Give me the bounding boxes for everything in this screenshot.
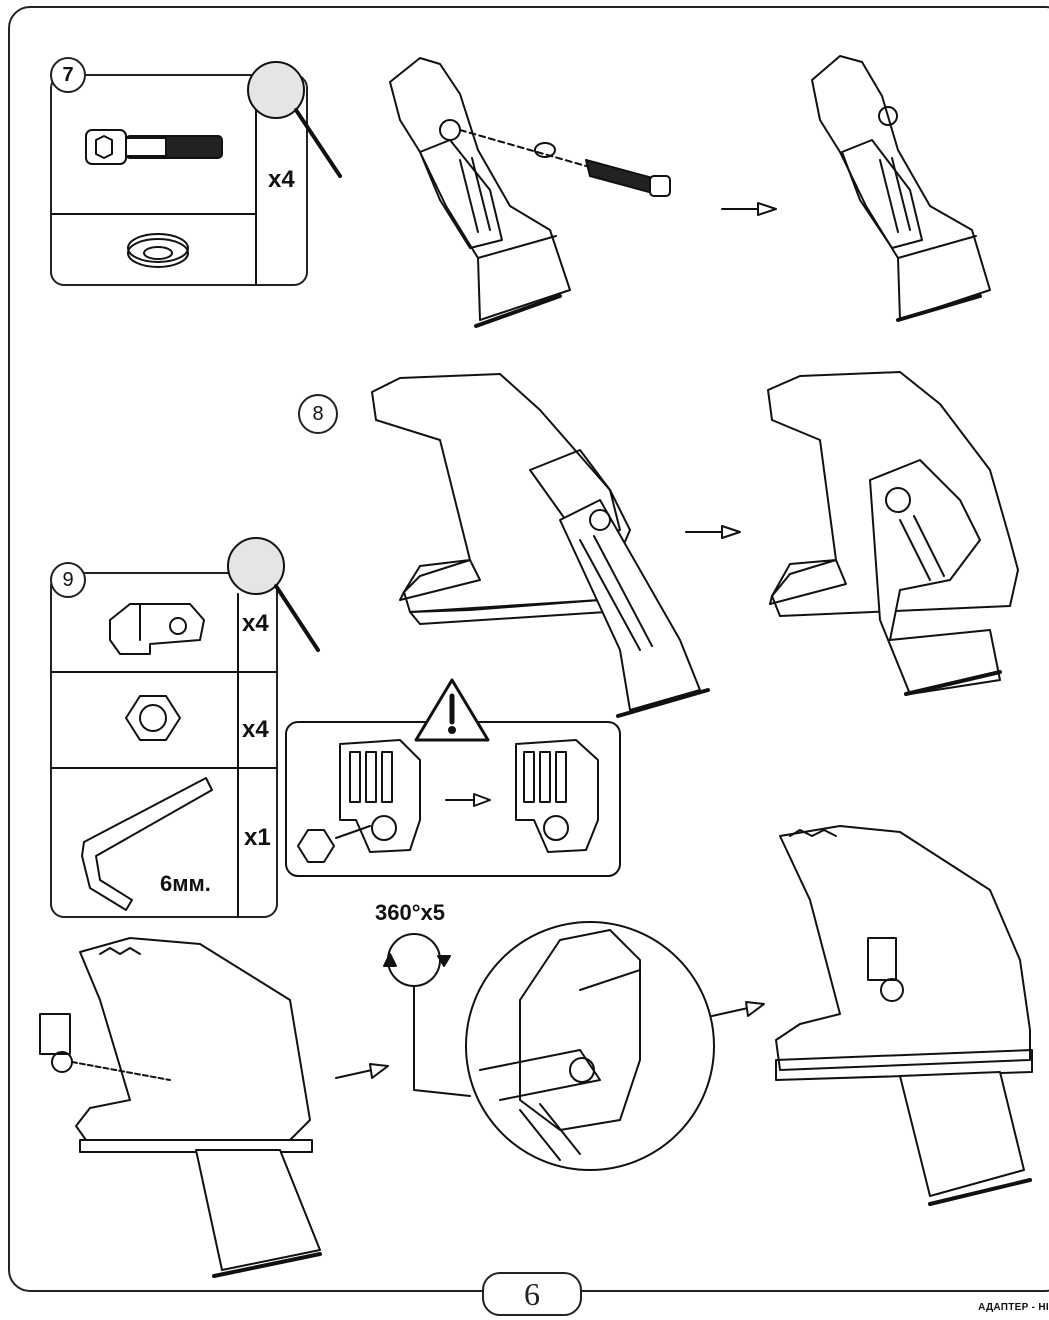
foot-with-clamp-exploded — [39, 937, 322, 1278]
step9-item3-quantity: x1 — [244, 824, 271, 851]
rotation-label: 360°x5 — [375, 900, 445, 925]
mount-foot-exploded — [371, 373, 710, 718]
mount-foot-assembled — [767, 371, 1019, 696]
foot-bracket-assembled — [811, 55, 991, 322]
step9-panel-dividers — [51, 593, 277, 917]
hex-nut-part — [125, 695, 181, 741]
arrow-right-icon — [711, 1001, 765, 1017]
step9-badge: 9 — [50, 562, 86, 598]
warning-detail-box — [285, 678, 621, 877]
step8-badge: 8 — [298, 394, 338, 434]
page-number: 6 — [482, 1272, 582, 1316]
arrow-right-icon — [721, 202, 777, 216]
footer-text: АДАПТЕР - НІ — [978, 1302, 1049, 1313]
clamp-part — [109, 603, 205, 655]
foot-bracket-exploded — [389, 57, 671, 328]
rotation-icon — [383, 933, 471, 1097]
step7-badge: 7 — [50, 57, 86, 93]
magnifier-icon — [247, 61, 342, 178]
step9-item2-quantity: x4 — [242, 716, 269, 743]
magnifier-icon — [227, 537, 320, 652]
bolt-part — [85, 129, 223, 165]
step9-item1-quantity: x4 — [242, 610, 269, 637]
hex-key-part — [81, 777, 213, 911]
arrow-right-icon — [335, 1063, 389, 1079]
step7-panel-dividers — [51, 95, 257, 285]
arrow-right-icon — [685, 525, 741, 539]
magnified-detail — [465, 921, 715, 1171]
foot-with-clamp-assembled — [775, 825, 1033, 1206]
hex-key-size-label: 6мм. — [160, 871, 211, 896]
washer-part — [127, 233, 189, 268]
step7-quantity: x4 — [268, 166, 295, 193]
